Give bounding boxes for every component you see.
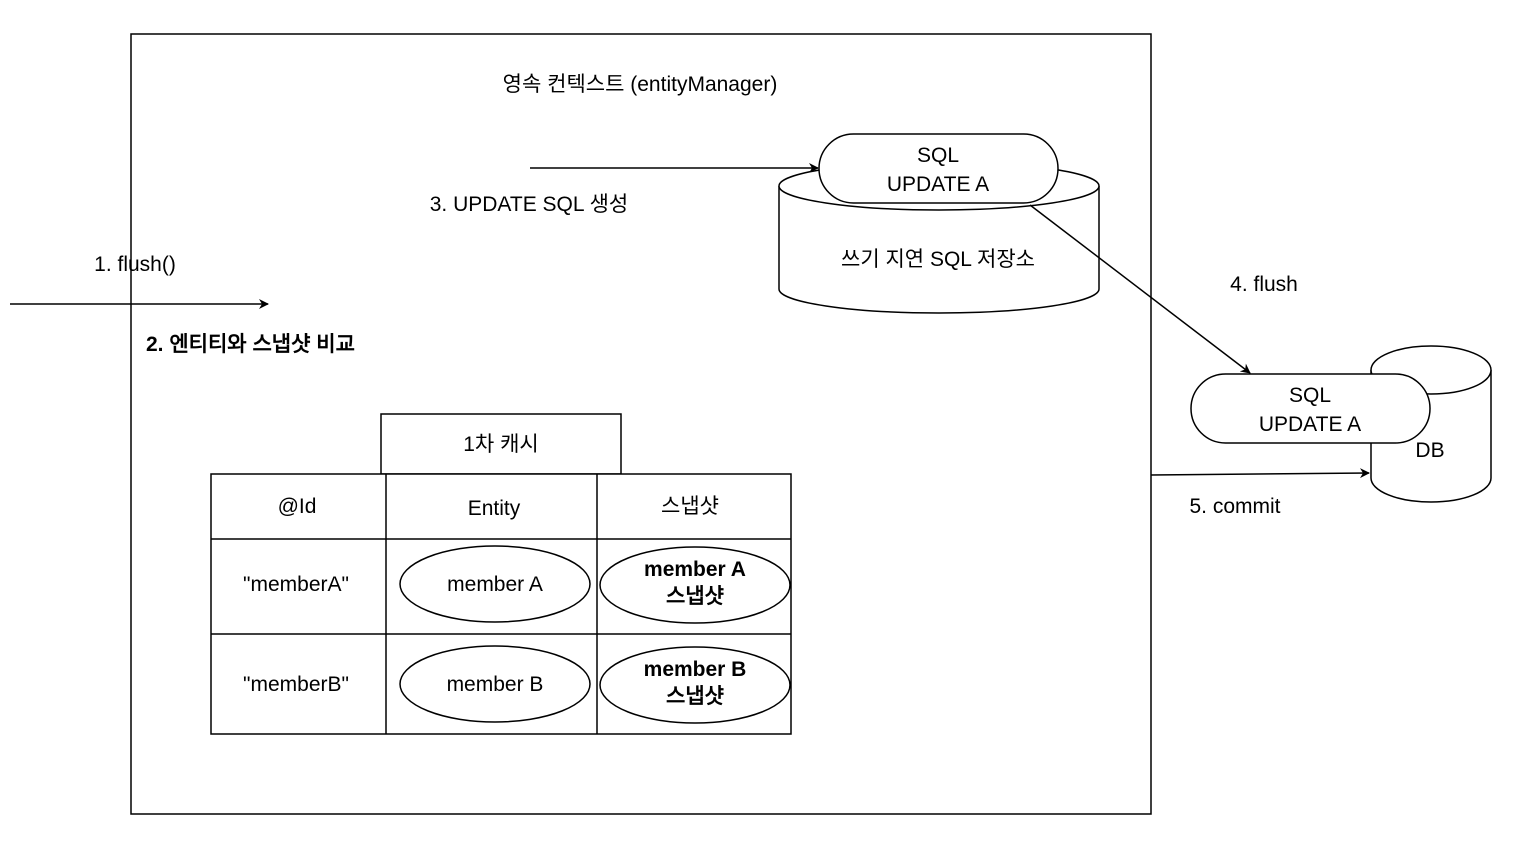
step-flush-label: 4. flush [1230, 273, 1298, 296]
sql-store-label: 쓰기 지연 SQL 저장소 [841, 248, 1035, 271]
snapshot-label-line2: 스냅샷 [666, 585, 724, 608]
entity-label: member A [447, 573, 543, 596]
sql-store-sql-line2: UPDATE A [887, 173, 989, 196]
db-sql-line1: SQL [1289, 384, 1331, 407]
header-snapshot: 스냅샷 [661, 495, 719, 518]
step-compare-label: 2. 엔티티와 스냅샷 비교 [146, 333, 355, 356]
db-sql-line2: UPDATE A [1259, 413, 1361, 436]
row-id: "memberB" [243, 673, 349, 696]
header-entity: Entity [468, 497, 521, 520]
context-title: 영속 컨텍스트 (entityManager) [503, 73, 778, 96]
row-id: "memberA" [243, 573, 349, 596]
flush-to-db-arrow [1029, 204, 1251, 374]
sql-store-sql-line1: SQL [917, 144, 959, 167]
snapshot-label-line1: member A [644, 558, 746, 581]
db-label: DB [1415, 439, 1444, 462]
sql-store-update-pill [818, 133, 1059, 204]
step-commit-label: 5. commit [1189, 495, 1280, 518]
cache-title: 1차 캐시 [463, 433, 538, 456]
table-row: "memberA" member A member A 스냅샷 [243, 545, 791, 624]
snapshot-label-line1: member B [644, 658, 747, 681]
table-row: "memberB" member B member B 스냅샷 [243, 645, 791, 724]
step-generate-sql-label: 3. UPDATE SQL 생성 [430, 193, 629, 216]
step-flush-call-label: 1. flush() [94, 253, 176, 276]
snapshot-ellipse [599, 546, 791, 624]
header-id: @Id [278, 495, 317, 518]
entity-ellipse [399, 645, 591, 723]
snapshot-label-line2: 스냅샷 [666, 685, 724, 708]
entity-label: member B [447, 673, 544, 696]
db-update-pill [1190, 373, 1431, 444]
entity-ellipse [399, 545, 591, 623]
commit-arrow [1150, 468, 1370, 479]
snapshot-ellipse [599, 646, 791, 724]
